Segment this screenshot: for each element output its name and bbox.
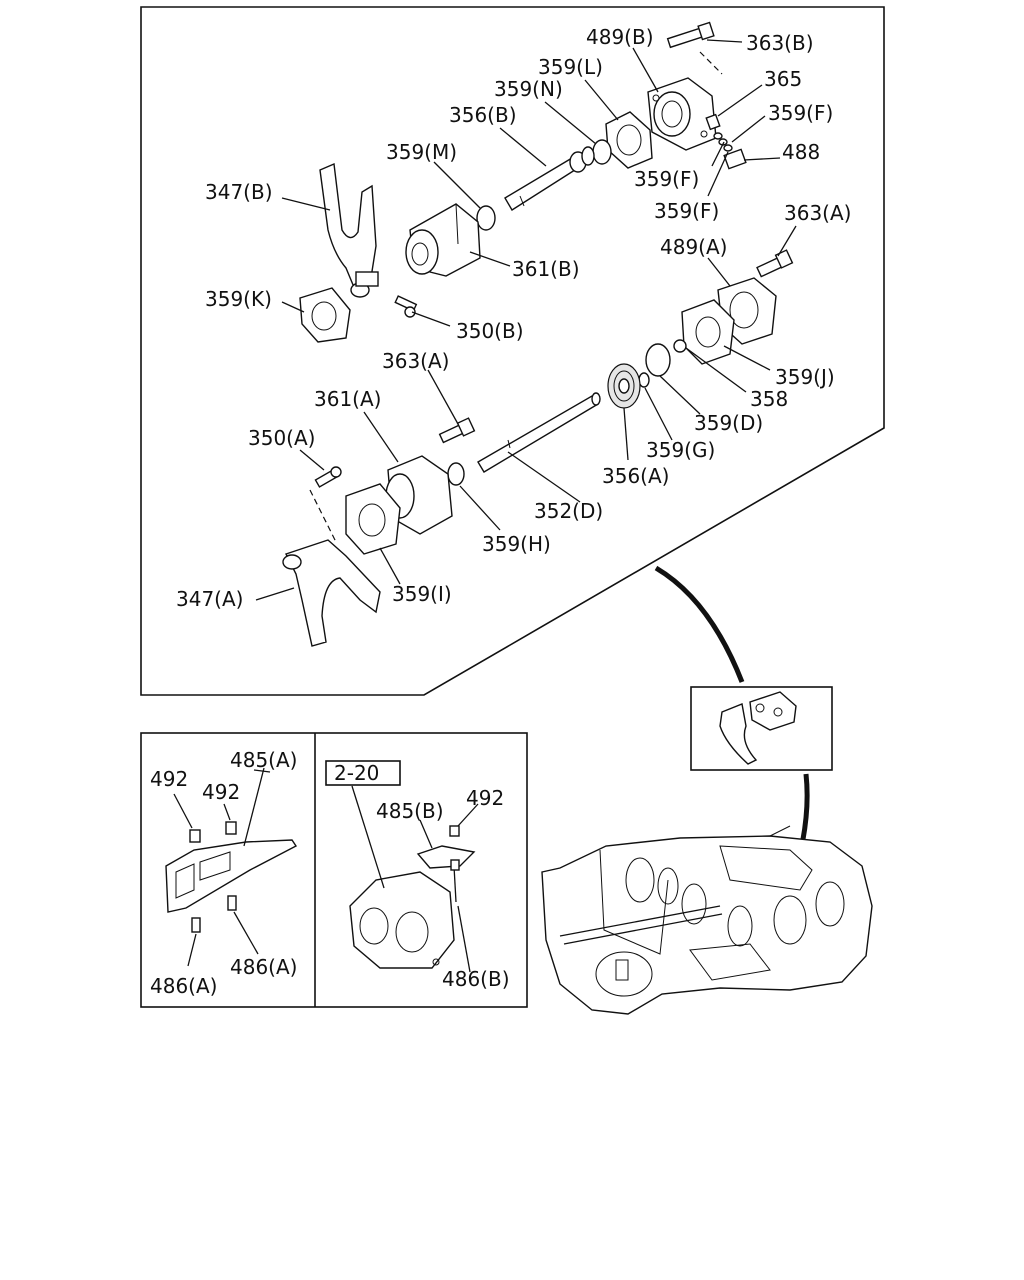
callout-347a: 347(A) [176,587,243,611]
oring-359m [476,205,496,231]
callout-359d: 359(D) [694,411,763,435]
callout-492-b: 492 [202,780,240,804]
bolt-363b [666,21,723,75]
main-frame [140,6,885,696]
location-curve-upper [654,565,745,683]
location-inset-fork [719,691,797,765]
gear-356a [607,363,641,409]
ref-box [325,760,401,786]
callout-347b: 347(B) [205,180,273,204]
callout-488: 488 [782,140,820,164]
gasket-359k [299,287,351,343]
bolt-363a-center [438,417,476,444]
bolt-350b [394,295,418,318]
callout-489b: 489(B) [586,25,654,49]
callout-359f-3: 359(F) [654,199,719,223]
callout-359n: 359(N) [494,77,563,101]
callout-359g: 359(G) [646,438,715,462]
shaft-356b [504,146,595,211]
location-inset-box [690,686,833,771]
callout-359f-1: 359(F) [768,101,833,125]
callout-361b: 361(B) [512,257,580,281]
gasket-359i [345,483,401,555]
callout-363b: 363(B) [746,31,814,55]
bolt-363a-upper [756,249,794,278]
fork-347b [319,162,379,298]
bracket-485a [165,821,298,933]
callout-485b: 485(B) [376,799,444,823]
inset-left-leaders [173,767,271,967]
callout-363a-1: 363(A) [784,201,851,225]
callout-492-a: 492 [150,767,188,791]
inset-right-leaders [351,785,479,973]
callout-492-c: 492 [466,786,504,810]
inset-frame [140,732,528,1008]
inset-right-labels: 485(B) 492 486(B) [376,786,510,991]
callout-350a: 350(A) [248,426,315,450]
callout-359f-2: 359(F) [634,167,699,191]
bolt-350a [309,466,342,543]
callout-356a: 356(A) [602,464,669,488]
callout-356b: 356(B) [449,103,517,127]
callout-350b: 350(B) [456,319,524,343]
callout-363a-2: 363(A) [382,349,449,373]
nut-358 [673,339,687,353]
callout-352d: 352(D) [534,499,603,523]
callout-359k: 359(K) [205,287,272,311]
transmission-overview [541,825,873,1015]
callout-485a: 485(A) [230,748,297,772]
housing-361a [385,455,453,535]
callout-358: 358 [750,387,788,411]
callout-359m: 359(M) [386,140,457,164]
callout-486a-1: 486(A) [150,974,217,998]
callout-359h: 359(H) [482,532,551,556]
gasket-359l [605,111,653,169]
cover-489b [647,77,717,151]
callout-labels: 489(B) 363(B) 359(L) 365 359(N) 359(F) 3… [176,25,851,611]
callout-486a-2: 486(A) [230,955,297,979]
housing-reference [349,825,476,969]
callout-359j: 359(J) [775,365,835,389]
housing-361b [405,203,481,277]
callout-489a: 489(A) [660,235,727,259]
oring-359d [645,343,671,377]
oring-359h [447,462,465,486]
callout-359l: 359(L) [538,55,603,79]
callout-361a: 361(A) [314,387,381,411]
callout-365: 365 [764,67,802,91]
shaft-352d [477,392,601,473]
ref-box-label: 2-20 [334,761,379,785]
callout-359i: 359(I) [392,582,452,606]
leader-lines [255,39,797,601]
inset-left-labels: 485(A) 492 492 486(A) 486(A) [150,748,297,998]
callout-486b: 486(B) [442,967,510,991]
fork-347a [282,539,381,647]
small-parts-365-488 [705,113,747,170]
